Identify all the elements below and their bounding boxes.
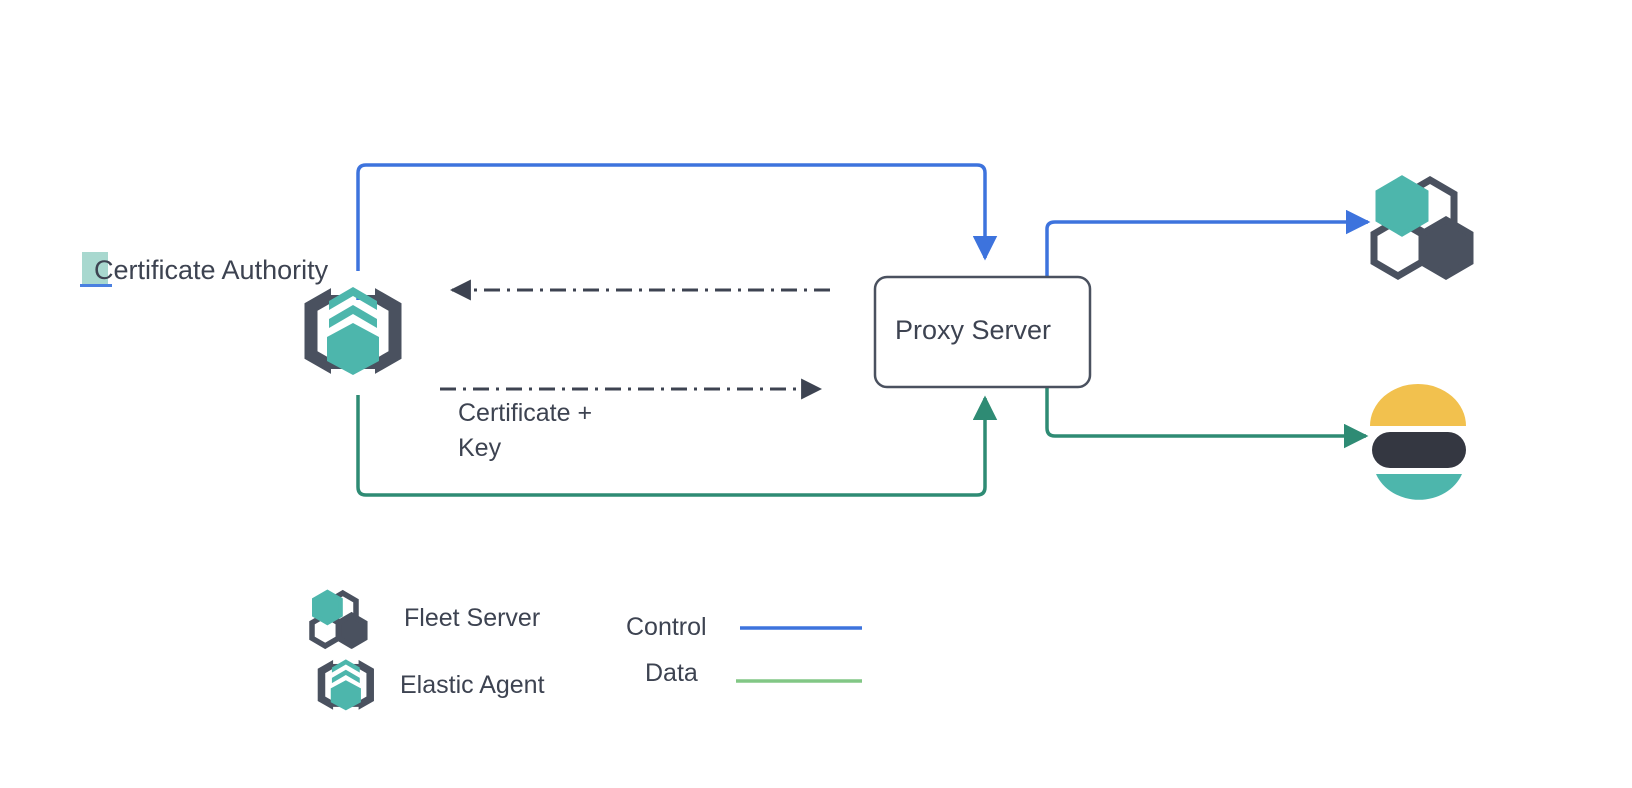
text-selection-underline xyxy=(80,284,112,287)
elastic-agent-icon[interactable] xyxy=(304,271,402,395)
proxy-server-box[interactable] xyxy=(873,275,1092,389)
proxy-server-label: Proxy Server xyxy=(895,315,1052,345)
fleet-server-icon[interactable] xyxy=(1370,175,1474,281)
edge-data-proxy-to-elasticsearch xyxy=(1045,383,1369,449)
legend-fleet-server-icon xyxy=(309,589,368,650)
certificate-key-edge-label: Certificate + Key xyxy=(458,399,593,462)
legend-item-elastic-agent-label: Elastic Agent xyxy=(400,671,545,699)
text-selection-highlight xyxy=(82,252,108,286)
legend-item-fleet-server-label: Fleet Server xyxy=(404,604,541,632)
elasticsearch-logo[interactable] xyxy=(1370,384,1466,500)
edge-control-agent-to-proxy xyxy=(356,163,998,300)
legend-line-data-label: Data xyxy=(645,659,698,687)
legend-line-control-label: Control xyxy=(626,613,707,641)
legend-elastic-agent-icon xyxy=(317,648,374,724)
edge-data-agent-to-proxy xyxy=(356,385,998,497)
edge-control-proxy-to-fleet xyxy=(1045,209,1371,277)
certificate-authority-label: Certificate Authority xyxy=(94,255,329,285)
